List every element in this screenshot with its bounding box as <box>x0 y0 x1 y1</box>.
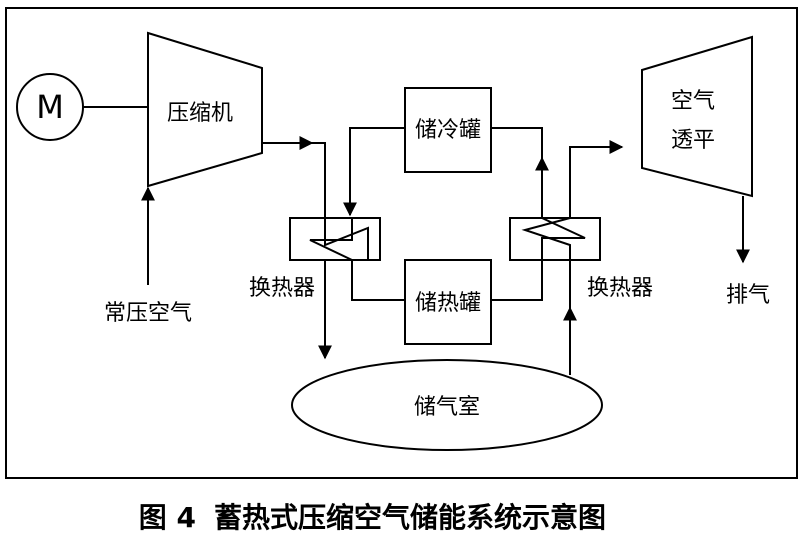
inlet-label: 常压空气 <box>104 301 192 326</box>
heat-exchanger-right-coil-air <box>521 217 571 260</box>
air-storage-shape <box>291 359 603 451</box>
cold-tank-box <box>404 87 492 173</box>
heat-exchanger-left: 换热器 <box>249 217 381 301</box>
heat-exchanger-right-coil-hot <box>541 217 586 260</box>
heat-exchanger-left-label: 换热器 <box>249 276 315 301</box>
left-exchanger-to-heat-tank <box>351 260 405 301</box>
cold-tank-label: 储冷罐 <box>415 118 481 143</box>
heat-exchanger-left-coil-hot <box>324 218 369 260</box>
heat-exchanger-right-label: 换热器 <box>587 276 653 301</box>
heat-tank-box <box>404 259 492 345</box>
air-storage-label: 储气室 <box>414 395 480 420</box>
turbine: 空气 透平 <box>641 35 753 198</box>
heat-exchanger-right: 换热器 <box>509 217 653 301</box>
to-turbine-arrow <box>569 140 624 218</box>
turbine-label-line2: 透平 <box>671 128 715 153</box>
compressor: 压缩机 <box>147 31 263 188</box>
turbine-shape <box>641 35 753 198</box>
heat-exchanger-left-coil-cold <box>309 218 353 261</box>
exhaust-label: 排气 <box>726 283 770 308</box>
diagram-frame <box>5 7 798 479</box>
heat-exchanger-right-box <box>509 217 601 261</box>
heat-exchanger-left-box <box>289 217 381 261</box>
motor-label: M <box>36 88 64 126</box>
turbine-label-line1: 空气 <box>671 89 715 114</box>
heat-tank-label: 储热罐 <box>415 291 481 316</box>
cold-to-left-exchanger <box>343 127 405 217</box>
compressor-shape <box>147 31 263 188</box>
compressor-label: 压缩机 <box>167 101 233 126</box>
figure-title: 蓄热式压缩空气储能系统示意图 <box>214 501 606 534</box>
cold-tank: 储冷罐 <box>404 87 492 173</box>
motor: M <box>16 73 84 141</box>
heat-tank-to-right-exchanger <box>491 260 543 301</box>
figure-number: 图 4 <box>139 501 196 534</box>
right-exchanger-to-cold <box>491 127 543 218</box>
compressor-outlet-line <box>312 142 326 218</box>
air-storage: 储气室 <box>291 359 603 451</box>
heat-tank: 储热罐 <box>404 259 492 345</box>
